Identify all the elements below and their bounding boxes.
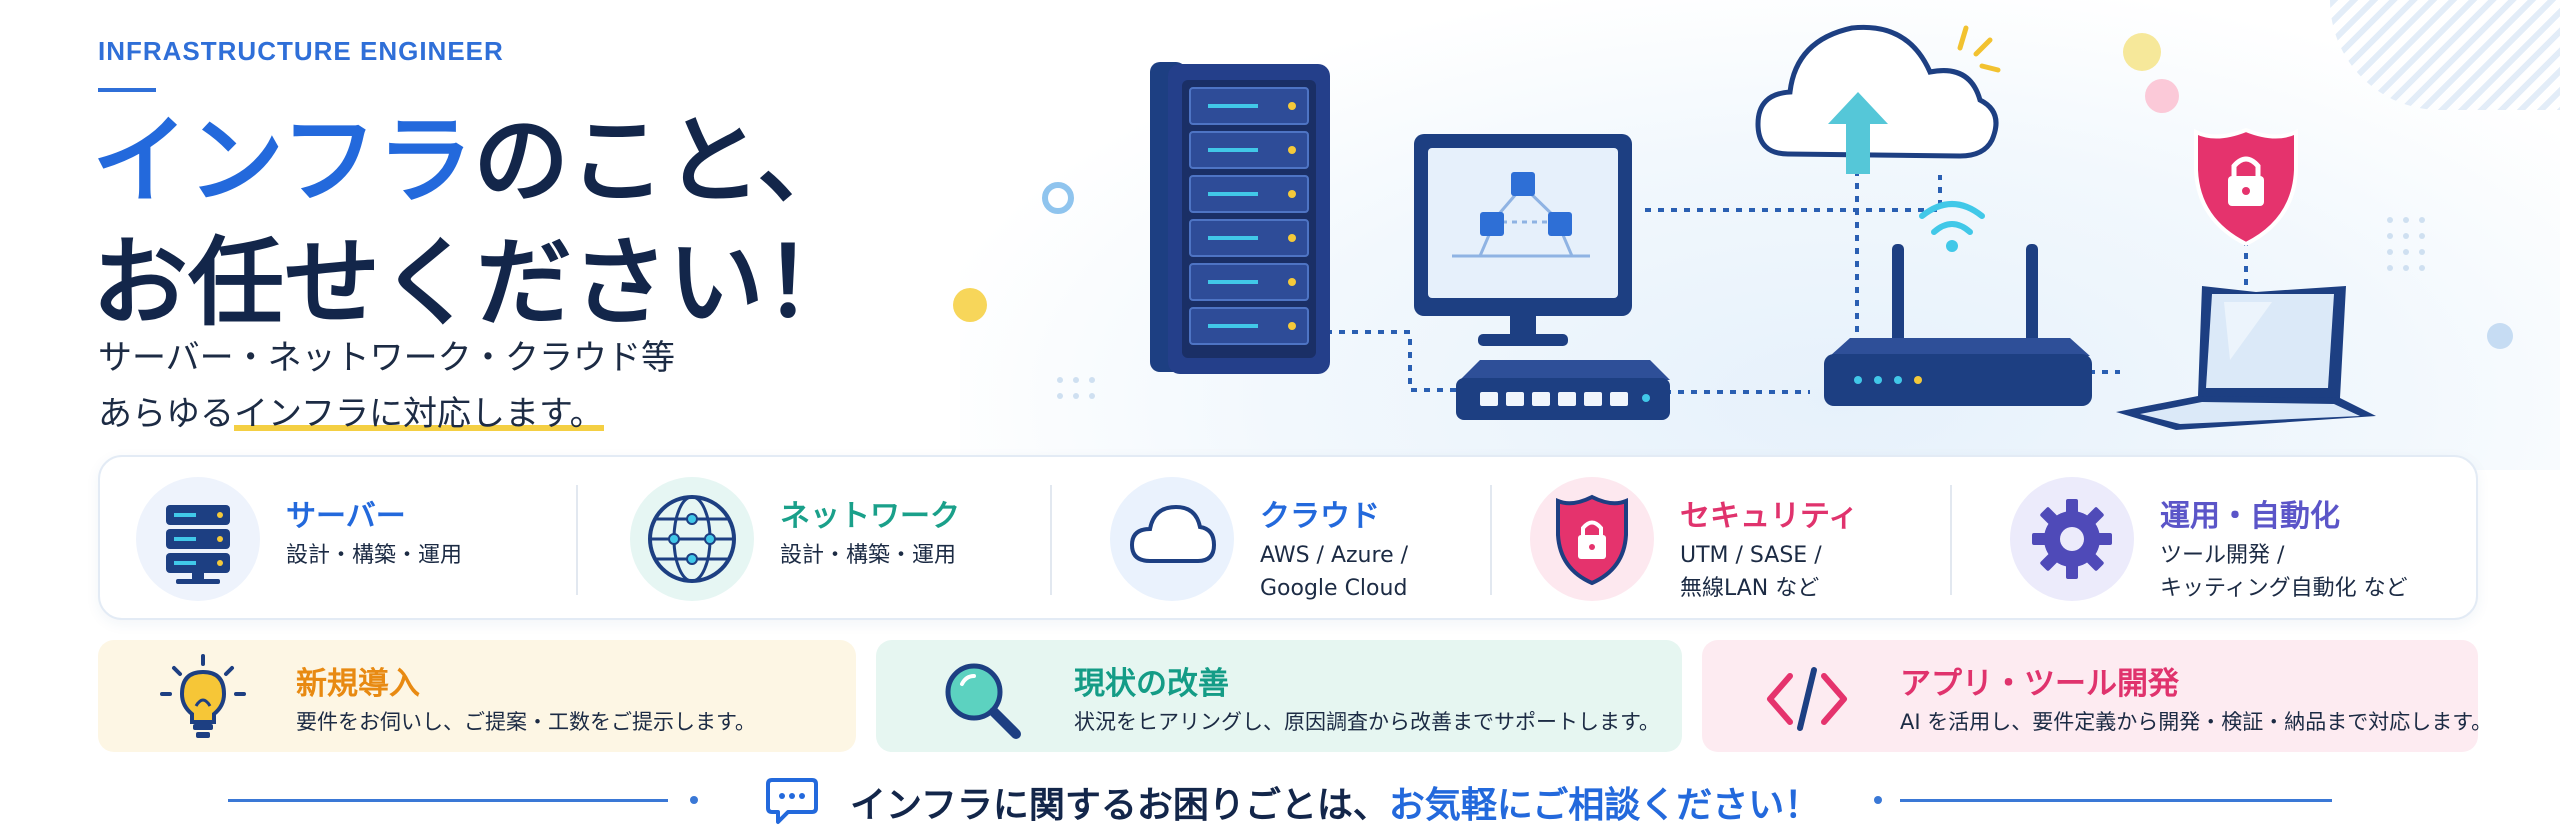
service-description: UTM / SASE / 無線LAN など [1680, 543, 1822, 601]
shield-lock-icon [1530, 477, 1654, 601]
headline-line-2: お任せください！ [92, 227, 860, 339]
eyebrow-rule [98, 88, 156, 92]
footer-cta: インフラに関するお困りごとは、お気軽にご相談ください！ [0, 770, 2560, 830]
infrastructure-illustration [953, 24, 2513, 430]
subheadline-line-2-highlight: インフラに対応します。 [234, 394, 604, 434]
monitor-diagram-icon [1414, 134, 1632, 346]
magnifier-icon [945, 663, 1021, 739]
subheadline-line-1: サーバー・ネットワーク・クラウド等 [98, 338, 675, 378]
footer-dot-left [690, 796, 698, 804]
gear-icon [2010, 477, 2134, 601]
offering-card-app-development[interactable]: アプリ・ツール開発 AI を活用し、要件定義から開発・検証・納品まで対応します。 [1702, 640, 2492, 752]
code-icon [1767, 667, 1847, 731]
lightbulb-icon [160, 654, 246, 738]
service-description: 設計・構築・運用 [286, 543, 463, 568]
offering-description: AI を活用し、要件定義から開発・検証・納品まで対応します。 [1900, 710, 2493, 734]
service-card-network[interactable]: ネットワーク 設計・構築・運用 [630, 477, 1050, 602]
decorative-dot-icon [953, 288, 987, 322]
offering-description: 状況をヒアリングし、原因調査から改善までサポートします。 [1074, 710, 1660, 734]
cloud-upload-icon [1755, 24, 1999, 174]
globe-network-icon [630, 477, 754, 601]
footer-message-text: インフラに関するお困りごとは、 [850, 785, 1389, 826]
offering-title: アプリ・ツール開発 [1900, 666, 2179, 702]
footer-dot-right [1874, 796, 1882, 804]
headline-line-1: インフラのこと、 [92, 100, 860, 222]
eyebrow-label: INFRASTRUCTURE ENGINEER [98, 36, 504, 66]
shield-lock-illustration-icon [2194, 127, 2298, 247]
offering-description: 要件をお伺いし、ご提案・工数をご提示します。 [296, 710, 756, 734]
laptop-icon [2116, 286, 2376, 430]
subheadline: サーバー・ネットワーク・クラウド等 あらゆるインフラに対応します。 [98, 330, 675, 442]
decorative-ring-icon [1042, 182, 1074, 214]
router-icon [1824, 201, 2092, 406]
sparkle-icon [1957, 25, 2001, 73]
footer-rule-right [1900, 799, 2332, 802]
service-description: ツール開発 / キッティング自動化 など [2160, 543, 2408, 601]
divider [576, 485, 578, 595]
service-card-automation[interactable]: 運用・自動化 ツール開発 / キッティング自動化 など [2010, 477, 2450, 602]
service-title: 運用・自動化 [2160, 499, 2340, 534]
service-title: クラウド [1260, 499, 1380, 534]
offering-title: 新規導入 [296, 666, 420, 702]
footer-message: インフラに関するお困りごとは、お気軽にご相談ください！ [850, 776, 1820, 828]
service-title: サーバー [286, 499, 406, 534]
server-tower-icon [1150, 62, 1330, 374]
decorative-dot-icon [2145, 79, 2179, 113]
footer-rule-left [228, 799, 668, 802]
network-switch-icon [1456, 360, 1670, 420]
divider [1050, 485, 1052, 595]
service-card-cloud[interactable]: クラウド AWS / Azure / Google Cloud [1110, 477, 1490, 602]
offering-card-new-deployment[interactable]: 新規導入 要件をお伺いし、ご提案・工数をご提示します。 [98, 640, 856, 752]
divider [1490, 485, 1492, 595]
service-title: ネットワーク [780, 499, 960, 534]
headline: インフラのこと、 お任せください！ [92, 100, 860, 344]
chat-bubble-icon [766, 778, 818, 824]
service-card-server[interactable]: サーバー 設計・構築・運用 [136, 477, 576, 602]
connection-lines [1326, 170, 2248, 394]
subheadline-line-2-pre: あらゆる [98, 394, 234, 434]
service-description: AWS / Azure / Google Cloud [1260, 543, 1409, 601]
offering-title: 現状の改善 [1074, 666, 1229, 702]
wifi-icon [1919, 201, 1985, 235]
decorative-dot-icon [2123, 33, 2161, 71]
service-description: 設計・構築・運用 [780, 543, 957, 568]
decorative-dot-grid-icon [1057, 217, 2425, 399]
service-title: セキュリティ [1680, 499, 1859, 534]
cloud-icon [1110, 477, 1234, 601]
headline-line-1-rest: のこと、 [473, 105, 854, 217]
divider [1950, 485, 1952, 595]
decorative-dot-icon [2487, 323, 2513, 349]
footer-message-highlight[interactable]: お気軽にご相談ください！ [1388, 785, 1821, 826]
service-card-security[interactable]: セキュリティ UTM / SASE / 無線LAN など [1530, 477, 1950, 602]
headline-accent: インフラ [92, 105, 474, 217]
server-icon [136, 477, 260, 601]
offering-card-improvement[interactable]: 現状の改善 状況をヒアリングし、原因調査から改善までサポートします。 [876, 640, 1682, 752]
services-panel: サーバー 設計・構築・運用 ネットワーク 設計・構築・運用 クラウ [98, 455, 2478, 620]
